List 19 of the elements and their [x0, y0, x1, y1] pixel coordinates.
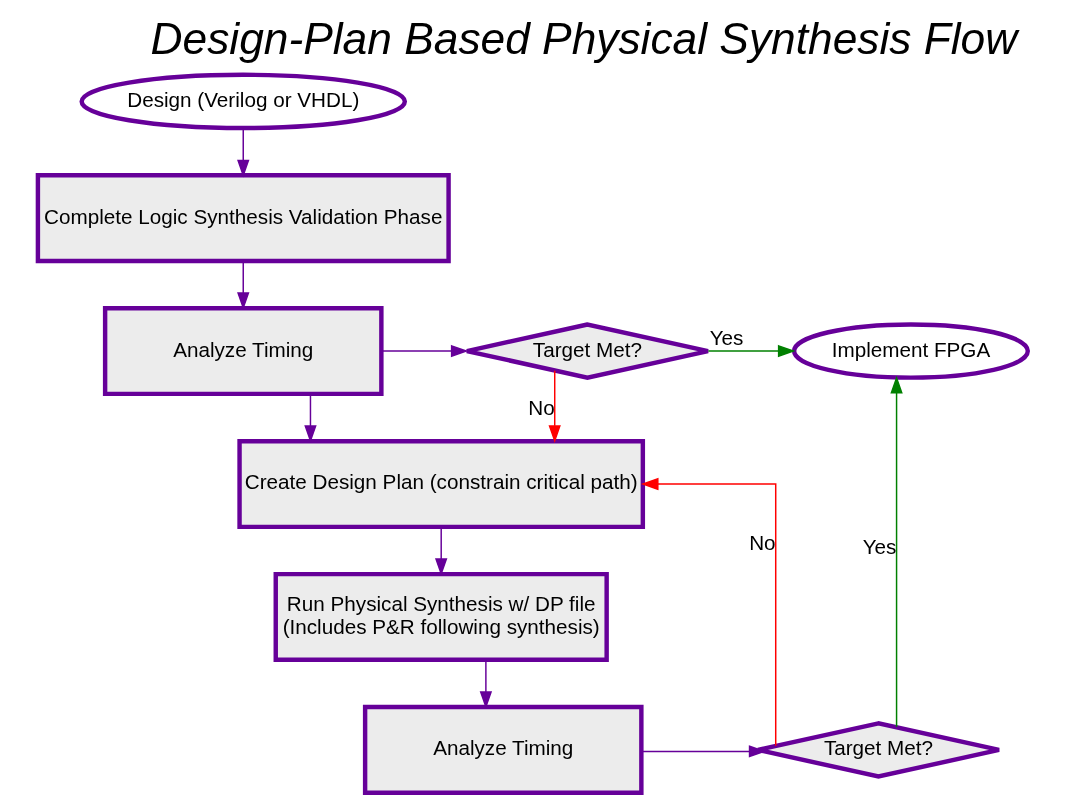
arrow — [548, 369, 561, 443]
edge-label: No — [748, 531, 776, 555]
arrow — [236, 127, 249, 178]
edge-label: Yes — [709, 326, 743, 350]
node-ellipse: Implement FPGA — [791, 322, 1030, 380]
edge-label: Yes — [862, 535, 896, 559]
arrow — [889, 375, 903, 728]
node-box: Complete Logic Synthesis Validation Phase — [35, 173, 451, 264]
node-box: Create Design Plan (constrain critical path) — [236, 438, 645, 530]
node-box: Analyze Timing — [102, 306, 384, 397]
arrow — [380, 344, 469, 358]
node-box: Run Physical Synthesis w/ DP file (Includes P&R following synthesis) — [273, 571, 609, 662]
node-ellipse: Design (Verilog or VHDL) — [78, 72, 407, 131]
arrow — [640, 477, 776, 747]
node-box: Analyze Timing — [362, 704, 644, 795]
node-diamond: Target Met? — [464, 322, 710, 380]
node-diamond: Target Met? — [755, 721, 1001, 779]
arrow — [707, 344, 796, 358]
edge-label: No — [527, 395, 555, 419]
